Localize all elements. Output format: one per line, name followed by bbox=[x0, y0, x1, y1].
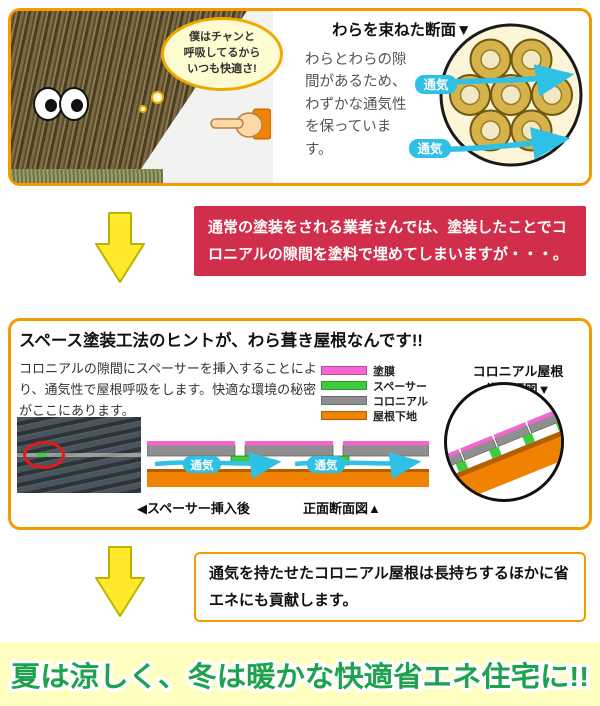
panel2-title: スペース塗装工法のヒントが、わら葺き屋根なんです!! bbox=[19, 332, 423, 350]
diagram-title-line1: コロニアル屋根 bbox=[472, 364, 564, 379]
spacer-streak bbox=[17, 453, 141, 457]
legend-row: 塗膜 bbox=[321, 363, 428, 378]
roof-photo-with-spacer bbox=[17, 417, 141, 493]
straw-bundle-diagram: 通気 通気 bbox=[409, 23, 583, 167]
vent-badge-1-label: 通気 bbox=[423, 77, 449, 92]
legend-swatch-spacer bbox=[321, 381, 367, 390]
bubble-tail-small bbox=[139, 105, 147, 113]
panel2-body: コロニアルの隙間にスペーサーを挿入することにより、通気性で屋根呼吸をします。快適… bbox=[19, 361, 317, 418]
colonial-roof-cross-section-circle bbox=[441, 382, 567, 505]
caption-front-view: 正面断面図▲ bbox=[303, 501, 381, 516]
legend-swatch-base bbox=[321, 411, 367, 420]
legend-row: 屋根下地 bbox=[321, 408, 428, 423]
legend-label-paint: 塗膜 bbox=[373, 365, 395, 378]
diagonal-roof-layers bbox=[441, 395, 567, 505]
legend-label-spacer: スペーサー bbox=[373, 380, 428, 393]
legend-swatch-colonial bbox=[321, 396, 367, 405]
vent-badge-left-label: 通気 bbox=[191, 458, 214, 472]
vent-badge-right-label: 通気 bbox=[315, 458, 338, 472]
down-arrow-icon bbox=[95, 212, 145, 283]
colonial-slats bbox=[147, 441, 429, 457]
base-layer bbox=[147, 469, 429, 487]
vent-badge-2: 通気 bbox=[409, 139, 451, 158]
vent-badge-left: 通気 bbox=[183, 456, 221, 473]
pointing-hand-icon bbox=[210, 108, 271, 140]
highlight-circle-icon bbox=[23, 441, 65, 469]
footer-banner: 夏は涼しく、冬は暖かな快適省エネ住宅に!! bbox=[0, 642, 600, 706]
legend-row: スペーサー bbox=[321, 378, 428, 393]
vent-badge-2-label: 通気 bbox=[417, 141, 443, 156]
straw-section-title: わらを束ねた断面▼ bbox=[332, 22, 472, 39]
footer-headline: 夏は涼しく、冬は暖かな快適省エネ住宅に!! bbox=[11, 660, 589, 692]
layer-legend: 塗膜 スペーサー コロニアル 屋根下地 bbox=[321, 363, 428, 423]
legend-swatch-paint bbox=[321, 366, 367, 375]
legend-label-colonial: コロニアル bbox=[373, 395, 428, 408]
benefit-callout-text: 通気を持たせたコロニアル屋根は長持ちするほかに省エネにも貢献します。 bbox=[209, 565, 569, 609]
left-pupil bbox=[45, 99, 57, 112]
legend-label-base: 屋根下地 bbox=[373, 410, 417, 423]
vent-badge-1: 通気 bbox=[415, 75, 457, 94]
straw-section-body: わらとわらの隙間があるため、わずかな通気性を保っています。 bbox=[305, 52, 407, 158]
bubble-tail-large bbox=[151, 91, 164, 104]
front-cross-section-diagram: 通気 通気 bbox=[147, 441, 429, 487]
down-arrow-icon bbox=[95, 546, 145, 617]
benefit-callout: 通気を持たせたコロニアル屋根は長持ちするほかに省エネにも貢献します。 bbox=[194, 552, 586, 622]
left-eye-icon bbox=[33, 87, 63, 121]
thought-bubble: 僕はチャンと 呼吸してるから いつも快適さ! bbox=[161, 17, 283, 91]
legend-row: コロニアル bbox=[321, 393, 428, 408]
right-pupil bbox=[71, 99, 83, 112]
footer-headline-graphic: 夏は涼しく、冬は暖かな快適省エネ住宅に!! bbox=[8, 657, 593, 696]
googly-eyes-icon bbox=[33, 87, 89, 121]
caption-after-insertion: ◀スペーサー挿入後 bbox=[137, 501, 250, 516]
warning-callout-text: 通常の塗装をされる業者さんでは、塗装したことでコロニアルの隙間を塗料で埋めてしま… bbox=[208, 219, 568, 263]
vent-badge-right: 通気 bbox=[307, 456, 345, 473]
straw-roof-panel: 僕はチャンと 呼吸してるから いつも快適さ! わらを束ねた断面▼ わらとわらの隙… bbox=[8, 8, 592, 186]
thought-bubble-text: 僕はチャンと 呼吸してるから いつも快適さ! bbox=[183, 31, 261, 75]
warning-callout: 通常の塗装をされる業者さんでは、塗装したことでコロニアルの隙間を塗料で埋めてしま… bbox=[194, 206, 586, 276]
spacer-method-panel: スペース塗装工法のヒントが、わら葺き屋根なんです!! コロニアルの隙間にスペーサ… bbox=[8, 318, 592, 530]
grass-strip bbox=[11, 169, 163, 183]
right-eye-icon bbox=[59, 87, 89, 121]
